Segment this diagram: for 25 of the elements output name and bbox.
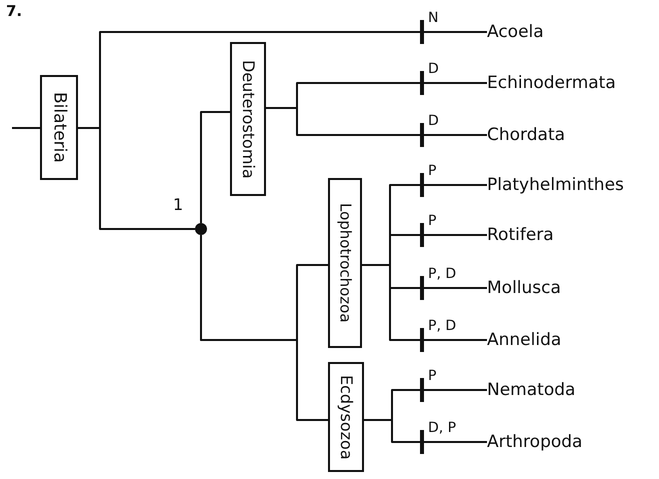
edge-label: P, D bbox=[427, 267, 458, 282]
clade-label-box: Ecdysozoa bbox=[328, 362, 364, 472]
tree-branch bbox=[362, 264, 487, 341]
edge-label: D, P bbox=[427, 421, 458, 436]
taxon-label: Arthropoda bbox=[487, 430, 582, 454]
taxon-label: Nematoda bbox=[487, 378, 576, 402]
taxon-label: Platyhelminthes bbox=[487, 173, 624, 197]
tree-branch bbox=[266, 107, 487, 136]
tree-branch bbox=[200, 111, 230, 223]
taxon-label: Rotifera bbox=[487, 223, 554, 247]
taxon-label: Annelida bbox=[487, 328, 562, 352]
clade-label-box: Bilateria bbox=[40, 75, 78, 180]
taxon-label: Echinodermata bbox=[487, 71, 616, 95]
edge-label: P, D bbox=[427, 319, 458, 334]
tree-branch bbox=[364, 419, 487, 443]
tree-branch bbox=[200, 235, 328, 421]
taxon-label: Chordata bbox=[487, 123, 566, 147]
branch-point-dot bbox=[195, 223, 207, 235]
figure-number: 7. bbox=[6, 2, 22, 20]
taxon-label: Mollusca bbox=[487, 276, 561, 300]
clade-label-box: Deuterostomia bbox=[230, 42, 266, 196]
clade-label-box: Lophotrochozoa bbox=[328, 178, 362, 348]
node-number: 1 bbox=[173, 195, 184, 214]
tree-branch bbox=[12, 127, 40, 129]
taxon-label: Acoela bbox=[487, 20, 544, 44]
